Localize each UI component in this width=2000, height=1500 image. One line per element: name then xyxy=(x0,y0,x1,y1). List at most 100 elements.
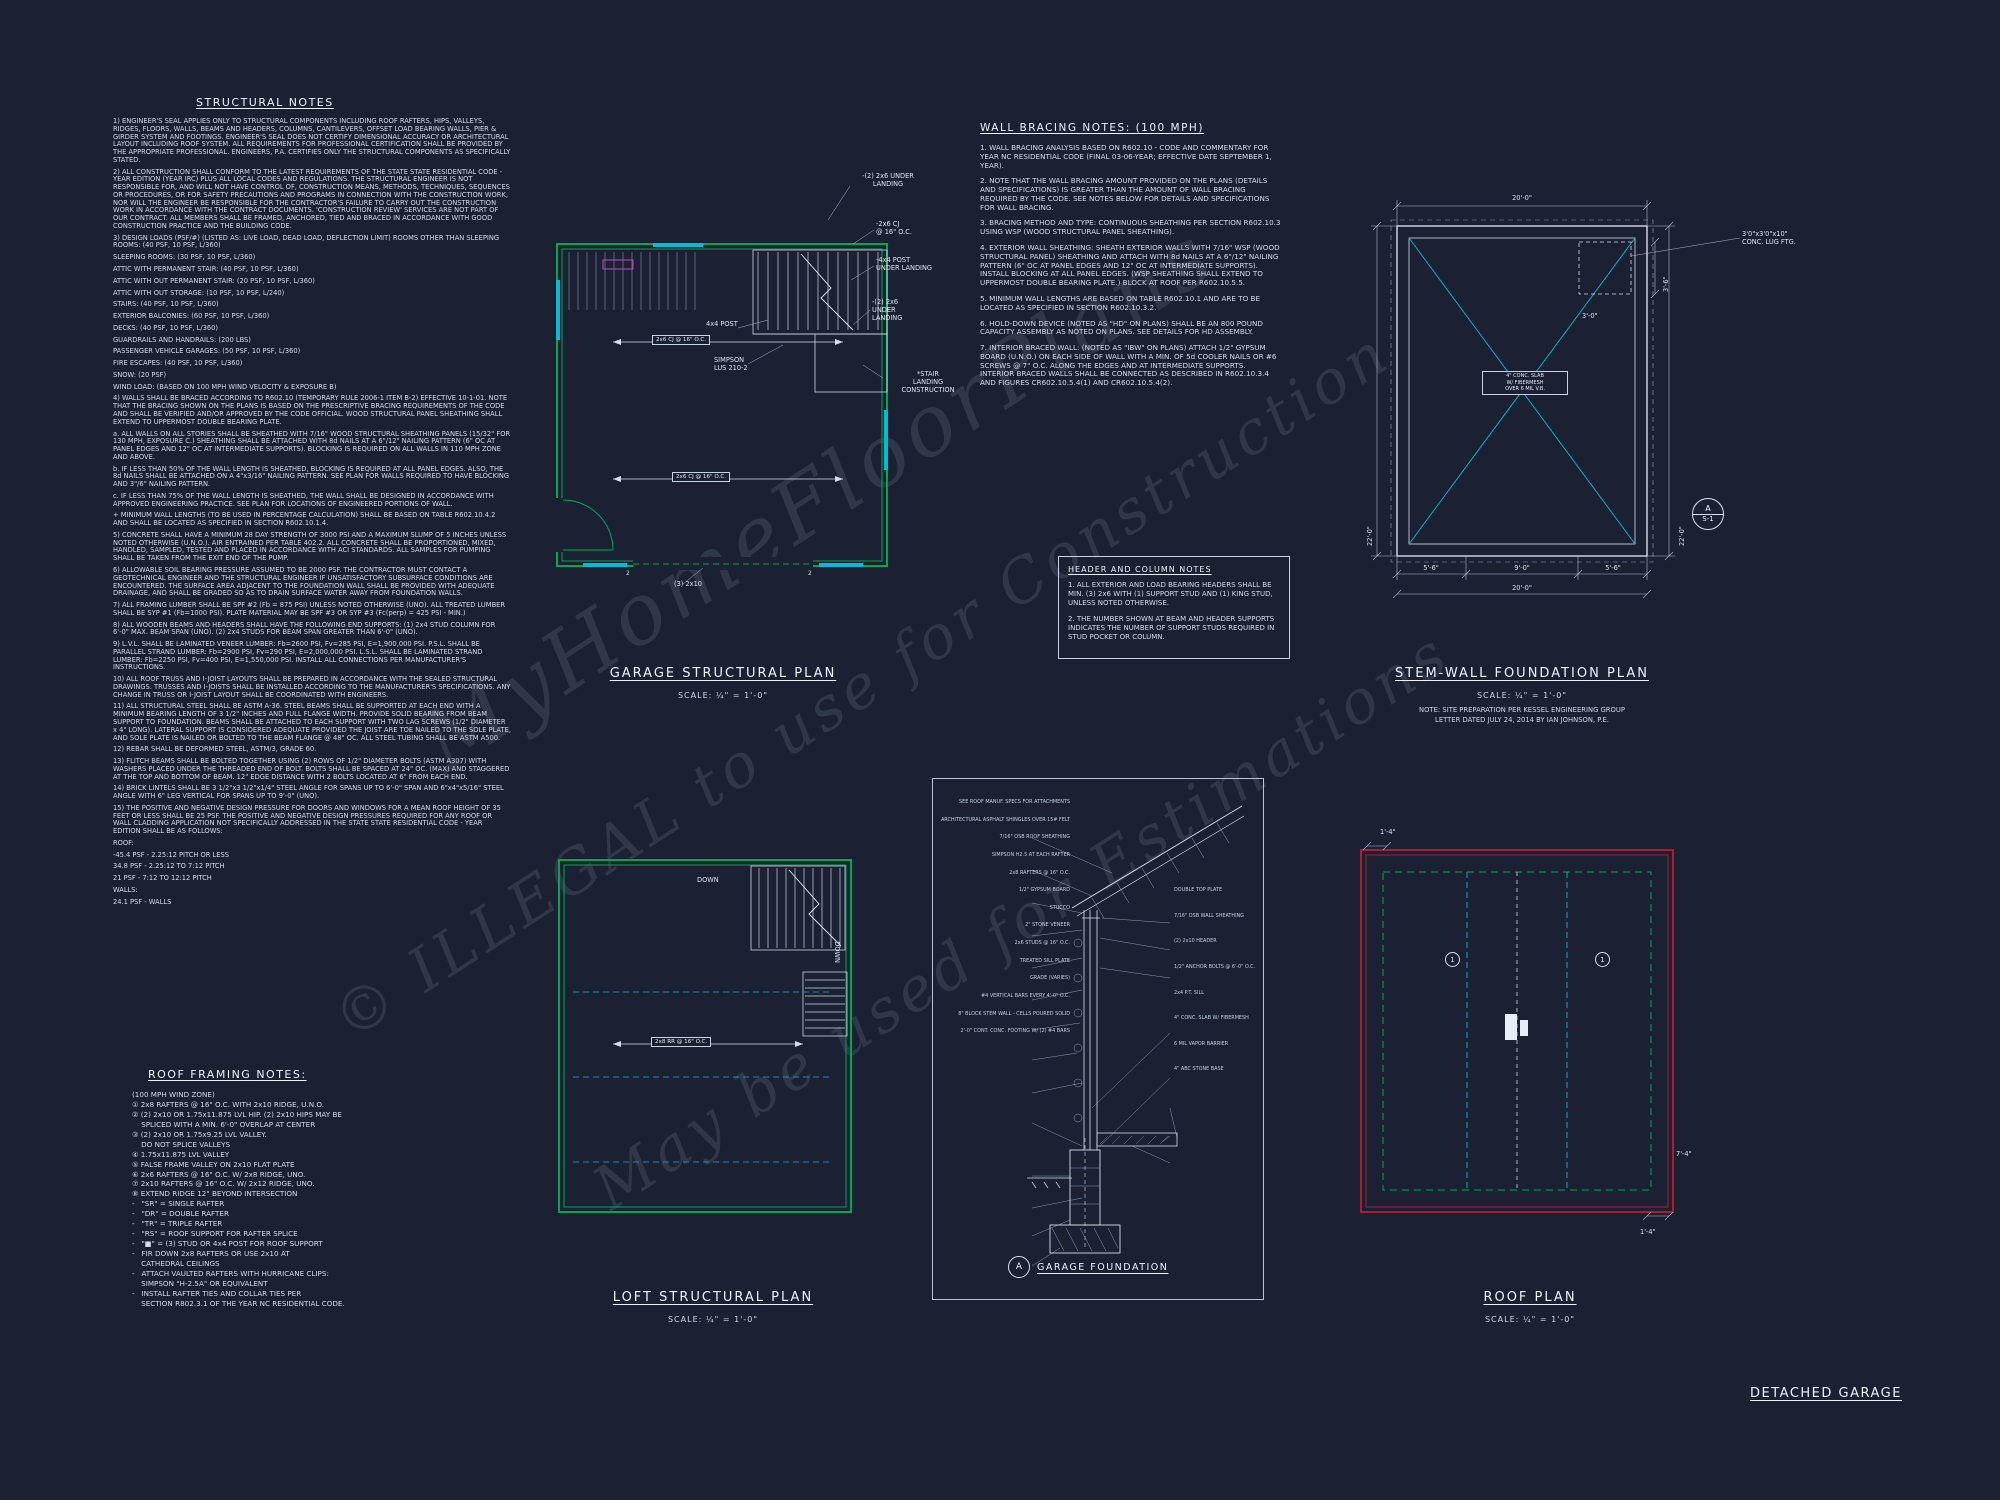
garage-joist-label-1: 2x6 CJ @ 16" O.C. xyxy=(652,335,711,345)
header-column-notes-box: HEADER AND COLUMN NOTES 1. ALL EXTERIOR … xyxy=(1058,556,1290,659)
detail-label: ARCHITECTURAL ASPHALT SHINGLES OVER 15# … xyxy=(940,816,1070,823)
roof-framing-note-line: - "■" = (3) STUD OR 4x4 POST FOR ROOF SU… xyxy=(132,1239,323,1249)
callout-ceiling-joist: -2x6 CJ @ 16" O.C. xyxy=(876,220,912,237)
garage-foundation-detail-drawing xyxy=(1027,805,1245,1267)
structural-note-paragraph: SNOW: (20 PSF) xyxy=(113,370,167,379)
roof-framing-note-line: ⑤ FALSE FRAME VALLEY ON 2x10 FLAT PLATE xyxy=(132,1159,295,1169)
detail-title-callout: A GARAGE FOUNDATION xyxy=(1008,1256,1168,1278)
roof-framing-note-line: ⑦ 2x10 RAFTERS @ 16" O.C. W/ 2x12 RIDGE,… xyxy=(132,1179,315,1189)
dim-roof-right: 7'-4" xyxy=(1676,1150,1692,1158)
roof-framing-note-line: ⑧ EXTEND RIDGE 12" BEYOND INTERSECTION xyxy=(132,1189,298,1199)
structural-note-paragraph: WIND LOAD: (BASED ON 100 MPH WIND VELOCI… xyxy=(113,382,337,391)
wall-bracing-note-paragraph: 7. INTERIOR BRACED WALL: (NOTED AS "IBW"… xyxy=(980,343,1277,388)
stud-count-left: 2 xyxy=(626,570,630,577)
structural-note-paragraph: 8) ALL WOODEN BEAMS AND HEADERS SHALL HA… xyxy=(113,620,496,637)
structural-notes-body: 1) ENGINEER'S SEAL APPLIES ONLY TO STRUC… xyxy=(113,117,511,911)
structural-note-paragraph: 3) DESIGN LOADS (PSF/#) (LISTED AS: LIVE… xyxy=(113,233,500,250)
header-column-notes-title: HEADER AND COLUMN NOTES xyxy=(1068,565,1212,574)
callout-4x4-post: 4x4 POST xyxy=(706,320,738,328)
roof-framing-note-line: ④ 1.75x11.875 LVL VALLEY xyxy=(132,1149,230,1159)
roof-framing-note-line: ② (2) 2x10 OR 1.75x11.875 LVL HIP. (2) 2… xyxy=(132,1109,342,1119)
structural-note-paragraph: ATTIC WITH PERMANENT STAIR: (40 PSF, 10 … xyxy=(113,265,299,274)
roof-framing-note-line: - "SR" = SINGLE RAFTER xyxy=(132,1199,225,1209)
structural-notes-title: STRUCTURAL NOTES xyxy=(196,96,334,109)
detail-label: #4 VERTICAL BARS EVERY 4'-0" O.C. xyxy=(981,993,1070,1000)
structural-note-paragraph: GUARDRAILS AND HANDRAILS: (200 LBS) xyxy=(113,335,251,344)
dim-foundation-bottom-total: 20'-0" xyxy=(1512,584,1532,592)
wall-bracing-notes-body: 1. WALL BRACING ANALYSIS BASED ON R602.1… xyxy=(980,143,1282,395)
structural-note-paragraph: c. IF LESS THAN 75% OF THE WALL LENGTH I… xyxy=(113,491,494,508)
detail-label: GRADE (VARIES) xyxy=(1030,975,1070,982)
detail-label: 2x8 RAFTERS @ 16" O.C. xyxy=(1009,869,1070,876)
structural-note-paragraph: 2) ALL CONSTRUCTION SHALL CONFORM TO THE… xyxy=(113,167,510,230)
wall-bracing-note-paragraph: 2. NOTE THAT THE WALL BRACING AMOUNT PRO… xyxy=(980,176,1270,212)
structural-note-paragraph: EXTERIOR BALCONIES: (60 PSF, 10 PSF, L/3… xyxy=(113,312,270,321)
garage-joist-label-2: 2x6 CJ @ 16" O.C. xyxy=(672,472,731,482)
loft-plan-scale: SCALE: ¼" = 1'-0" xyxy=(667,1315,759,1324)
loft-down-label-2: DOWN xyxy=(832,941,841,963)
header-column-note: 2. THE NUMBER SHOWN AT BEAM AND HEADER S… xyxy=(1068,615,1275,642)
callout-garage-header-beam: (3) 2x10 xyxy=(674,580,702,588)
structural-note-paragraph: STAIRS: (40 PSF, 10 PSF, L/360) xyxy=(113,300,219,309)
wall-bracing-note-paragraph: 4. EXTERIOR WALL SHEATHING: SHEATH EXTER… xyxy=(980,243,1280,288)
loft-plan-title: LOFT STRUCTURAL PLAN xyxy=(612,1290,814,1305)
detail-label: SEE ROOF MANUF. SPECS FOR ATTACHMENTS xyxy=(959,799,1070,805)
structural-note-paragraph: 21 PSF - 7:12 TO 12:12 PITCH xyxy=(113,874,212,883)
foundation-plan-note-1: NOTE: SITE PREPARATION PER KESSEL ENGINE… xyxy=(1419,706,1625,714)
dim-foundation-bottom-left: 5'-6" xyxy=(1423,564,1439,572)
structural-note-paragraph: b. IF LESS THAN 50% OF THE WALL LENGTH I… xyxy=(113,464,510,489)
roof-framing-note-line: (100 MPH WIND ZONE) xyxy=(132,1090,215,1099)
foundation-plan-title: STEM-WALL FOUNDATION PLAN xyxy=(1395,666,1649,681)
detail-label: TREATED SILL PLATE xyxy=(1019,957,1070,964)
structural-note-paragraph: ATTIC WITH OUT STORAGE: (10 PSF, 10 PSF,… xyxy=(113,288,285,297)
structural-note-paragraph: SLEEPING ROOMS: (30 PSF, 10 PSF, L/360) xyxy=(113,253,256,262)
roof-framing-notes-body: (100 MPH WIND ZONE)① 2x8 RAFTERS @ 16" O… xyxy=(132,1090,477,1309)
structural-note-paragraph: 11) ALL STRUCTURAL STEEL SHALL BE ASTM A… xyxy=(113,702,511,742)
structural-note-paragraph: FIRE ESCAPES: (40 PSF, 10 PSF, L/360) xyxy=(113,359,243,368)
header-column-note: 1. ALL EXTERIOR AND LOAD BEARING HEADERS… xyxy=(1068,581,1273,608)
structural-note-paragraph: ATTIC WITH OUT PERMANENT STAIR: (20 PSF,… xyxy=(113,276,315,285)
foundation-plan-scale: SCALE: ¼" = 1'-0" xyxy=(1476,691,1568,700)
dim-lug-height: 3'-6" xyxy=(1662,276,1670,292)
dim-foundation-top: 20'-0" xyxy=(1512,194,1532,202)
structural-note-paragraph: -45.4 PSF - 2.25:12 PITCH OR LESS xyxy=(113,850,229,859)
section-marker-sheet: S-1 xyxy=(1702,515,1714,524)
detail-label: 4" ABC STONE BASE xyxy=(1174,1066,1224,1073)
roof-plan-drawing xyxy=(1360,841,1674,1221)
detail-label: STUCCO xyxy=(1049,904,1070,911)
callout-stair-landing-note: *STAIR LANDING CONSTRUCTION xyxy=(901,370,955,395)
structural-note-paragraph: 4) WALLS SHALL BE BRACED ACCORDING TO R6… xyxy=(113,394,508,426)
callout-under-landing-a: -(2) 2x6 UNDER LANDING xyxy=(862,172,914,189)
detail-label: 2" STONE VENEER xyxy=(1025,922,1070,929)
loft-rafter-label: 2x8 RR @ 16" O.C. xyxy=(651,1037,712,1047)
callout-post-under-landing: -4x4 POST UNDER LANDING xyxy=(876,256,933,273)
callout-under-landing-b: -(2) 2x6 UNDER LANDING xyxy=(872,298,903,323)
slab-spec-label: 4" CONC. SLAB W/ FIBERMESH OVER 6 MIL V.… xyxy=(1482,371,1568,395)
detail-title: GARAGE FOUNDATION xyxy=(1037,1261,1169,1273)
garage-foundation-detail-frame xyxy=(932,778,1264,1300)
roof-framing-note-line: - "TR" = TRIPLE RAFTER xyxy=(132,1219,223,1229)
structural-note-paragraph: 13) FLITCH BEAMS SHALL BE BOLTED TOGETHE… xyxy=(113,757,510,781)
detail-label: 2'-0" CONT. CONC. FOOTING W/ (2) #4 BARS xyxy=(960,1028,1070,1035)
roof-framing-note-line: ⑥ 2x6 RAFTERS @ 16" O.C. W/ 2x8 RIDGE, U… xyxy=(132,1169,306,1179)
detail-labels-left: SEE ROOF MANUF. SPECS FOR ATTACHMENTS ARC… xyxy=(938,799,1070,1047)
loft-structural-plan-drawing xyxy=(558,859,852,1213)
detail-label: 1/2" GYPSUM BOARD xyxy=(1018,887,1070,894)
structural-note-paragraph: 6) ALLOWABLE SOIL BEARING PRESSURE ASSUM… xyxy=(113,565,495,598)
roof-framing-note-line: SECTION R802.3.1 OF THE YEAR NC RESIDENT… xyxy=(132,1298,345,1308)
detail-label: 7/16" OSB ROOF SHEATHING xyxy=(999,834,1070,841)
dim-foundation-bottom-right: 5'-6" xyxy=(1605,564,1621,572)
dim-roof-top-left: 1'-4" xyxy=(1380,828,1396,836)
structural-note-paragraph: a. ALL WALLS ON ALL STORIES SHALL BE SHE… xyxy=(113,429,511,461)
roof-framing-note-line: ③ (2) 2x10 OR 1.75x9.25 LVL VALLEY. xyxy=(132,1129,267,1139)
detail-label: 7/16" OSB WALL SHEATHING xyxy=(1174,912,1244,919)
detail-callout-letter: A xyxy=(1008,1256,1030,1278)
roof-framing-note-line: ① 2x8 RAFTERS @ 16" O.C. WITH 2x10 RIDGE… xyxy=(132,1099,325,1109)
garage-structural-plan-drawing xyxy=(554,185,888,585)
detail-label: (2) 2x10 HEADER xyxy=(1174,938,1217,945)
dim-roof-bottom-right: 1'-4" xyxy=(1640,1228,1656,1236)
structural-note-paragraph: DECKS: (40 PSF, 10 PSF, L/360) xyxy=(113,323,219,332)
detail-label: 2x6 STUDS @ 16" O.C. xyxy=(1014,940,1070,947)
detail-label: 6 MIL VAPOR BARRIER xyxy=(1174,1040,1229,1047)
